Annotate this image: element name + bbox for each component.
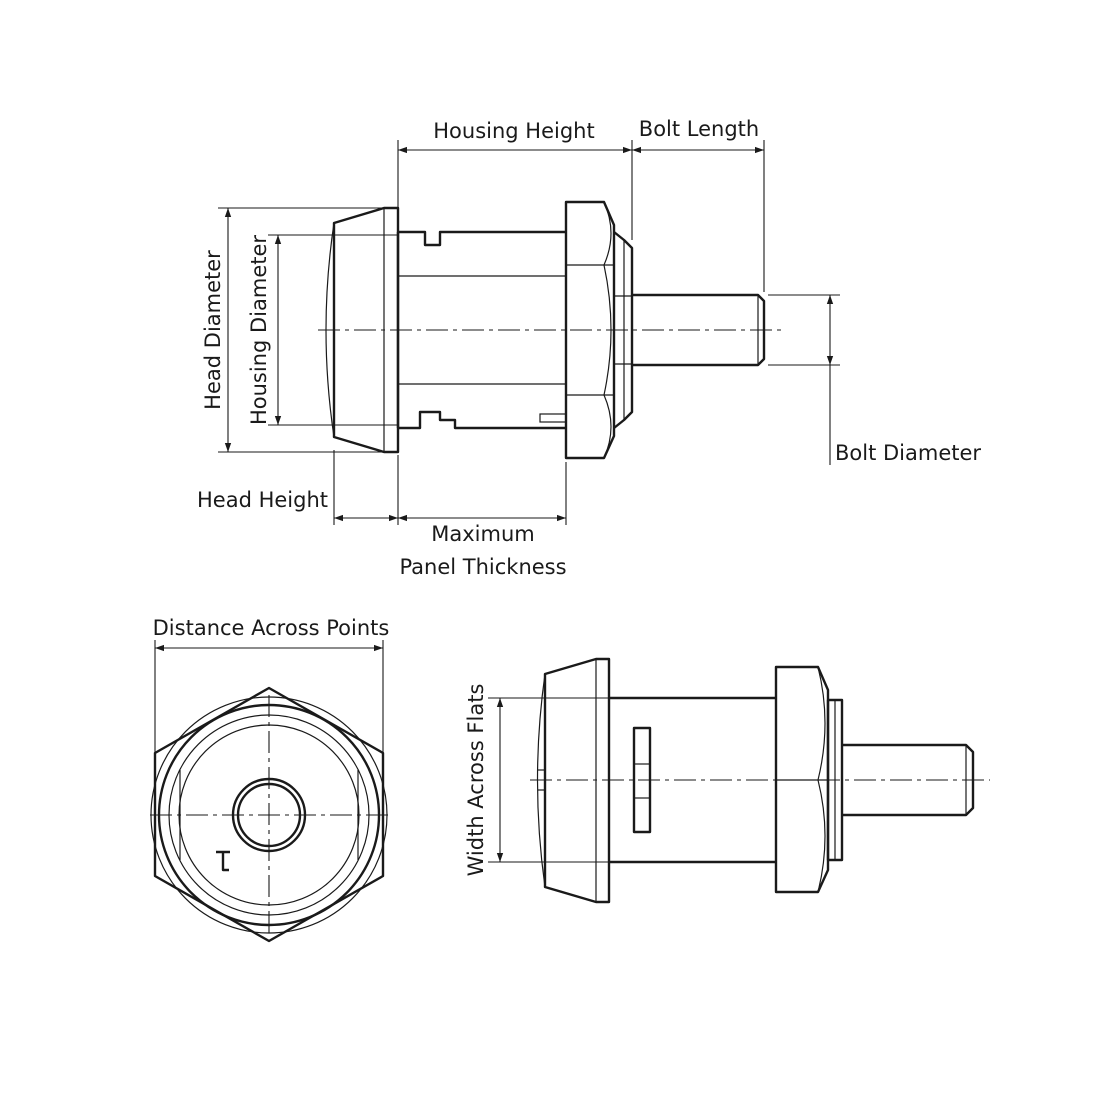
front-view: Distance Across Points bbox=[150, 616, 390, 943]
distance-across-points-label: Distance Across Points bbox=[153, 616, 390, 640]
bolt-diameter-label: Bolt Diameter bbox=[835, 441, 981, 465]
housing-height-label: Housing Height bbox=[433, 119, 594, 143]
max-panel-label-line1: Maximum bbox=[431, 522, 534, 546]
housing-diameter-label: Housing Diameter bbox=[247, 235, 271, 425]
index-mark bbox=[216, 850, 230, 872]
side-view-rotated: Width Across Flats bbox=[464, 657, 990, 904]
housing-outline bbox=[398, 230, 566, 247]
bolt-length-label: Bolt Length bbox=[639, 117, 759, 141]
hex-outline bbox=[153, 686, 385, 943]
width-across-flats-label: Width Across Flats bbox=[464, 684, 488, 877]
side-view: Housing Height Bolt Length Head Diameter… bbox=[197, 117, 981, 579]
head-diameter-label: Head Diameter bbox=[201, 250, 225, 410]
head-height-label: Head Height bbox=[197, 488, 328, 512]
max-panel-label-line2: Panel Thickness bbox=[399, 555, 566, 579]
